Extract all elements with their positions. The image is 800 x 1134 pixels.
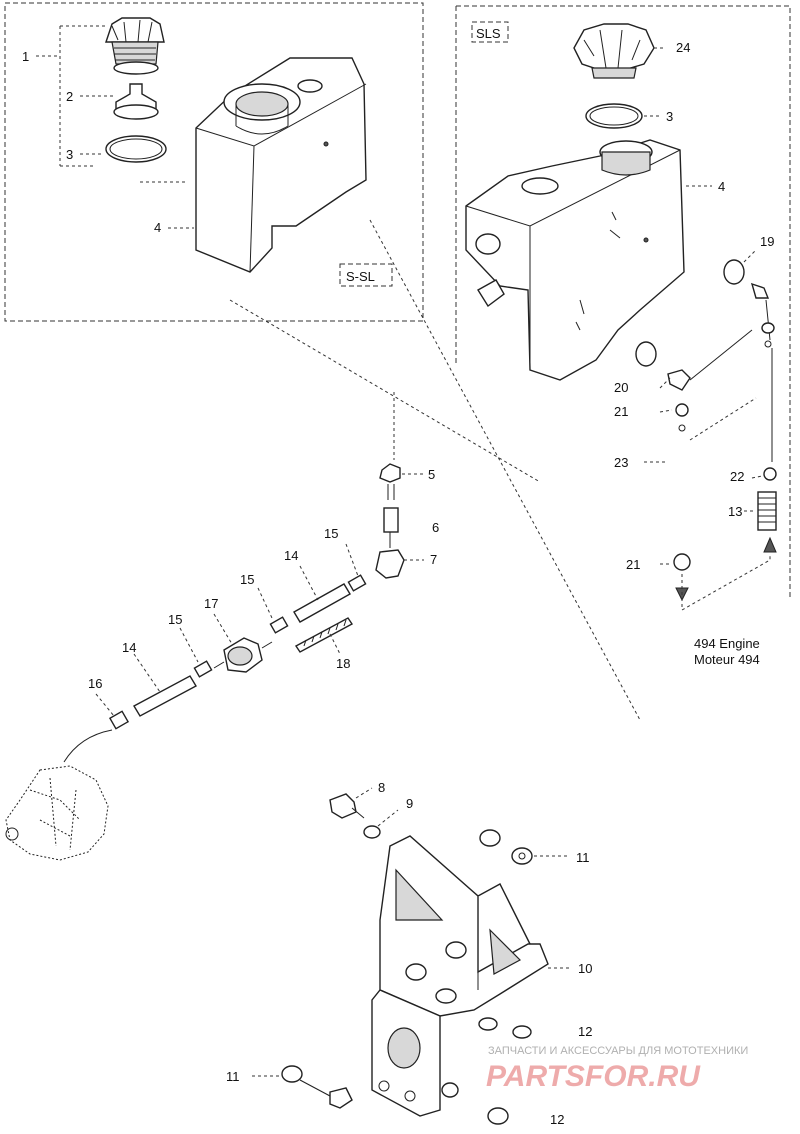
fitting-part-7	[375, 549, 405, 579]
callout-12a: 12	[578, 1024, 592, 1039]
callout-4: 4	[154, 220, 161, 235]
callout-7: 7	[430, 552, 437, 567]
spring-part-13	[757, 491, 777, 531]
pickup-tube-part-6	[383, 507, 399, 533]
clamp-part-15b	[269, 616, 289, 634]
assembly-line-b	[369, 219, 641, 721]
callout-19: 19	[760, 234, 774, 249]
callout-21: 21	[614, 404, 628, 419]
mounting-bracket-part-10	[371, 835, 549, 1117]
callout-8: 8	[378, 780, 385, 795]
fuel-cap-part-24	[573, 23, 655, 79]
sls-label-box	[471, 21, 509, 43]
engine-note-line1: 494 Engine	[694, 636, 760, 651]
callout-5: 5	[428, 467, 435, 482]
callout-22: 22	[730, 469, 744, 484]
callout-17: 17	[204, 596, 218, 611]
vent-valve-part-2	[113, 83, 159, 120]
elbow-part-20	[667, 369, 691, 391]
sls-tank-group: SLS 24 3 4	[455, 5, 791, 667]
grommet-part-19	[723, 259, 770, 299]
oil-tank-part-4b	[465, 139, 685, 381]
washer-part-12b	[487, 1107, 509, 1125]
callout-20: 20	[614, 380, 628, 395]
clamp-part-15a	[347, 574, 367, 592]
callout-6: 6	[432, 520, 439, 535]
watermark-subtitle: ЗАПЧАСТИ И АКСЕССУАРЫ ДЛЯ МОТОТЕХНИКИ	[488, 1045, 748, 1057]
callout-11b: 11	[226, 1069, 240, 1084]
spring-part-18	[294, 617, 354, 653]
clamp-part-21	[675, 403, 689, 417]
s-sl-label: S-SL	[346, 269, 375, 284]
grommet-part-5	[379, 463, 401, 483]
clamp-part-22	[763, 467, 777, 481]
o-ring-part-3b	[585, 103, 643, 129]
washer-part-9	[363, 825, 381, 839]
sls-frame	[455, 5, 791, 600]
bracket-assembly: 8 9 11 10 12	[226, 780, 592, 1127]
callout-13: 13	[728, 504, 742, 519]
s-sl-frame	[4, 2, 424, 322]
callout-21b: 21	[626, 557, 640, 572]
engine-note-line2: Moteur 494	[694, 652, 760, 667]
bolt-part-8	[329, 793, 357, 819]
callout-15c: 15	[168, 612, 182, 627]
callout-4b: 4	[718, 179, 725, 194]
callout-11a: 11	[576, 850, 590, 865]
fuel-cap-part-1	[105, 17, 165, 75]
callout-15b: 15	[240, 572, 254, 587]
hose-part-14a	[293, 583, 351, 623]
callout-12b: 12	[550, 1112, 564, 1127]
fuel-filter-part-17	[213, 637, 273, 673]
callout-23: 23	[614, 455, 628, 470]
clamp-part-21b	[673, 553, 691, 571]
callout-1: 1	[22, 49, 29, 64]
nut-part-11	[511, 847, 533, 865]
clamp-part-15c	[193, 660, 213, 678]
callout-24: 24	[676, 40, 690, 55]
callout-14a: 14	[284, 548, 298, 563]
callout-14b: 14	[122, 640, 136, 655]
engine-outline	[5, 765, 109, 861]
fuel-line-assembly: 5 6 7 15 14 15 17	[5, 463, 439, 861]
sls-label: SLS	[476, 26, 501, 41]
s-sl-label-box	[339, 263, 393, 287]
callout-2: 2	[66, 89, 73, 104]
s-sl-tank-group: S-SL 1 2 3	[4, 2, 424, 322]
arrow-up-icon	[763, 536, 777, 553]
assembly-line-a	[229, 299, 541, 483]
washer-part-12	[478, 1017, 498, 1031]
callout-9: 9	[406, 796, 413, 811]
callout-16: 16	[88, 676, 102, 691]
o-ring-part-3	[105, 135, 167, 163]
callout-3: 3	[66, 147, 73, 162]
hose-part-14b	[133, 675, 197, 717]
nut-part-11b	[281, 1065, 303, 1083]
callout-10: 10	[578, 961, 592, 976]
watermark: ЗАПЧАСТИ И АКСЕССУАРЫ ДЛЯ МОТОТЕХНИКИ PA…	[486, 1045, 748, 1093]
oil-tank-part-4	[195, 57, 367, 273]
watermark-logo: PARTSFOR.RU	[486, 1060, 701, 1093]
callout-3b: 3	[666, 109, 673, 124]
clamp-part-16	[108, 710, 130, 730]
callout-18: 18	[336, 656, 350, 671]
callout-15a: 15	[324, 526, 338, 541]
